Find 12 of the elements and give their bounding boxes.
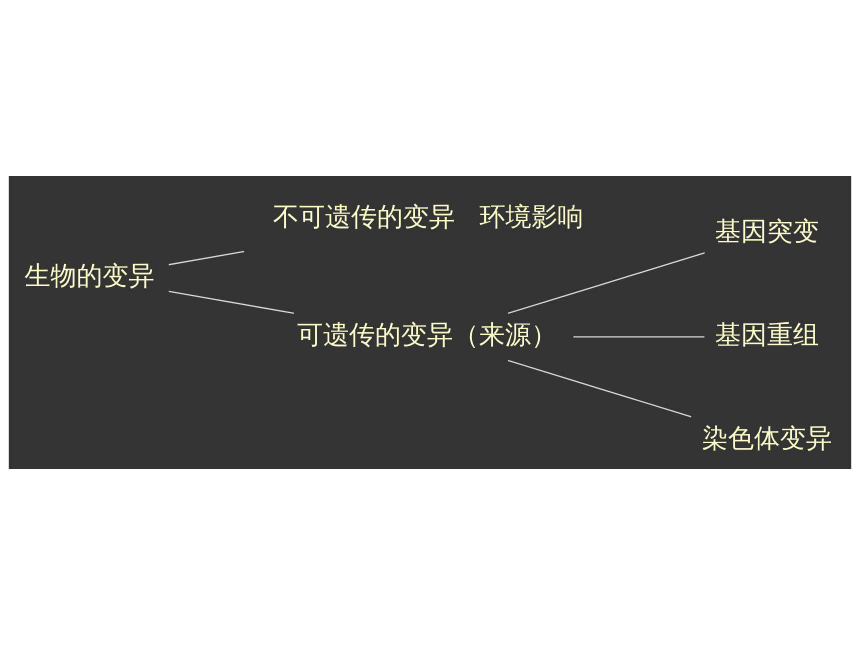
node-text: 可遗传的变异（来源） bbox=[297, 320, 558, 350]
connector bbox=[508, 360, 692, 418]
node-text: 染色体变异 bbox=[702, 424, 832, 454]
connector bbox=[168, 250, 244, 266]
connector bbox=[573, 336, 704, 338]
node-text: 基因突变 bbox=[715, 217, 820, 248]
node-label: 环境影响 bbox=[480, 202, 584, 233]
connector bbox=[508, 252, 705, 314]
node-text: 基因重组 bbox=[715, 320, 820, 350]
node-text: 生物的变异 bbox=[24, 262, 155, 292]
node-text: 不可遗传的变异 bbox=[273, 202, 456, 233]
connector bbox=[168, 290, 294, 314]
